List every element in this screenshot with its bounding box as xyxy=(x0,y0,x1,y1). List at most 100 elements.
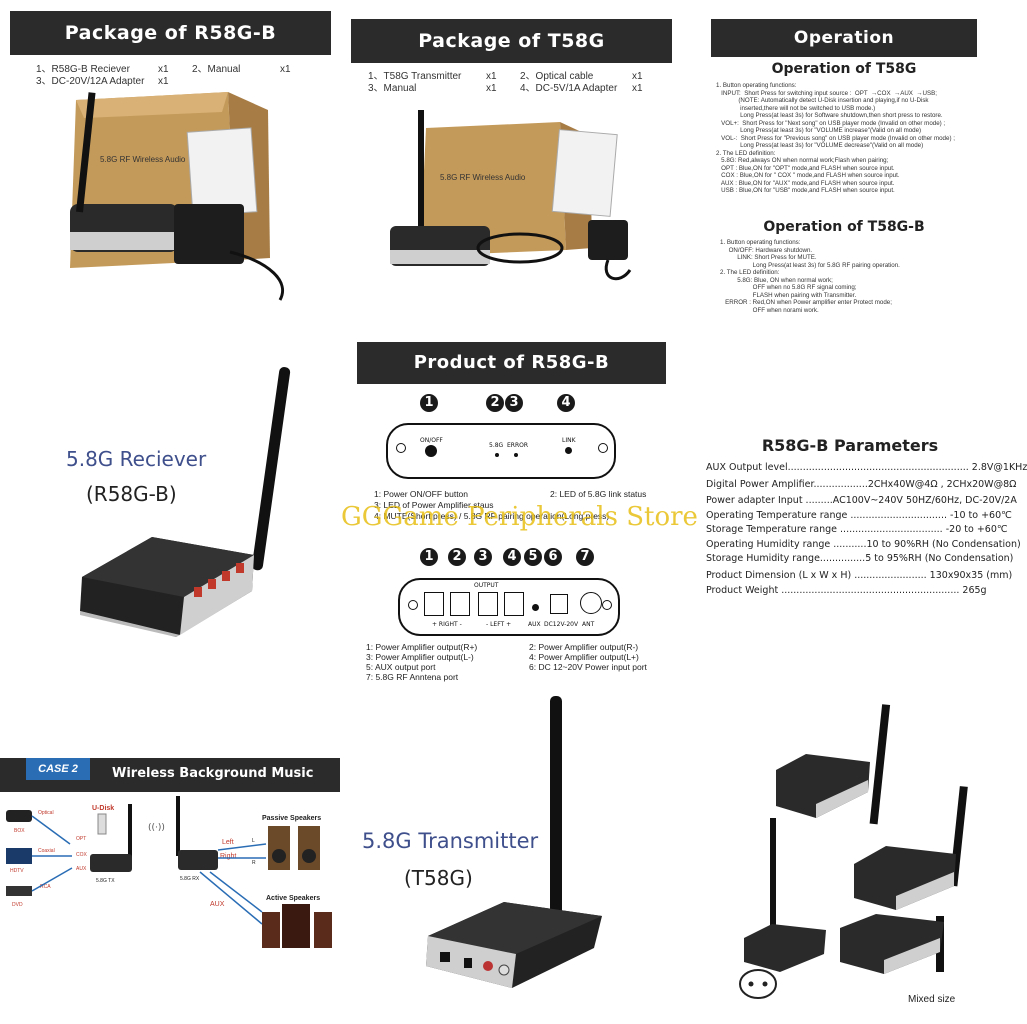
rear-desc-2: 2: Power Amplifier output(R-) xyxy=(529,642,639,652)
rear-num-6: 6 xyxy=(544,548,562,566)
param-row-2: Digital Power Amplifier.................… xyxy=(706,479,1017,490)
onoff-button xyxy=(425,445,437,457)
rear-num-4: 4 xyxy=(503,548,521,566)
label-left: Left xyxy=(222,839,234,846)
label-coaxial: Coaxial xyxy=(38,848,55,854)
operation-t58g-text: 1. Button operating functions: INPUT: Sh… xyxy=(716,82,955,194)
transmitter-caption-line1: 5.8G Transmitter xyxy=(362,829,539,853)
param-row-9: Product Weight .........................… xyxy=(706,585,987,596)
operation-banner: Operation xyxy=(711,19,977,57)
terminal-l-minus xyxy=(478,592,498,616)
label-cox: COX xyxy=(76,852,88,858)
rear-desc-3: 3: Power Amplifier output(L-) xyxy=(366,652,474,662)
param-row-3: Power adapter Input .........AC100V~240V… xyxy=(706,495,1017,506)
rear-label-left: - LEFT + xyxy=(486,621,512,628)
front-desc-4: 4: MUTE(Short press) / 5.8G RF pairing o… xyxy=(374,511,610,521)
rear-label-ant: ANT xyxy=(582,621,595,628)
pkg-r58gb-item-2: 2、Manual xyxy=(192,64,241,75)
rear-desc-6: 6: DC 12~20V Power input port xyxy=(529,662,647,672)
front-desc-1: 1: Power ON/OFF button xyxy=(374,489,469,499)
rear-label-right: + RIGHT - xyxy=(432,621,462,628)
label-tx: 5.8G TX xyxy=(96,878,115,884)
front-desc-3: 3: LED of Power Amplifier staus xyxy=(374,500,494,510)
mixed-size-photo xyxy=(739,704,968,999)
transmitter-caption-line2: (T58G) xyxy=(404,866,473,890)
label-opt: OPT xyxy=(76,836,86,842)
pkg-t58g-banner: Package of T58G xyxy=(351,19,672,63)
pkg-r58gb-box-label: 5.8G RF Wireless Audio xyxy=(100,155,186,164)
rear-desc-4: 4: Power Amplifier output(L+) xyxy=(529,652,639,662)
dc-port xyxy=(550,594,568,614)
pkg-t58g-item-1: 1、T58G Transmitter xyxy=(368,71,462,82)
case2-badge: CASE 2 xyxy=(26,758,90,780)
label-r: R xyxy=(252,860,256,866)
param-row-8: Product Dimension (L x W x H) ..........… xyxy=(706,570,1013,581)
rear-desc-5: 5: AUX output port xyxy=(366,662,436,672)
link-button xyxy=(565,447,572,454)
params-title: R58G-B Parameters xyxy=(761,436,939,455)
pkg-t58g-item-4: 4、DC-5V/1A Adapter xyxy=(520,83,618,94)
front-num-1: 1 xyxy=(420,394,438,412)
pkg-t58g-item-2: 2、Optical cable xyxy=(520,71,594,82)
label-right: Right xyxy=(220,853,236,860)
operation-t58gb-title: Operation of T58G-B xyxy=(763,219,925,235)
label-udisk: U-Disk xyxy=(92,805,114,812)
front-label-error: ERROR xyxy=(507,442,529,449)
label-dvd: DVD xyxy=(12,902,23,908)
pkg-r58gb-qty-2: x1 xyxy=(280,64,291,75)
label-hdtv: HDTV xyxy=(10,868,24,874)
rear-label-output: OUTPUT xyxy=(474,582,499,589)
label-aux-in: AUX xyxy=(76,866,87,872)
front-panel: ON/OFF 5.8G ERROR LINK xyxy=(386,423,616,479)
front-num-3: 3 xyxy=(505,394,523,412)
rear-desc-7: 7: 5.8G RF Anntena port xyxy=(366,672,459,682)
label-passive: Passive Speakers xyxy=(262,815,321,822)
pkg-t58g-photo: 5.8G RF Wireless Audio xyxy=(390,110,632,281)
label-l: L xyxy=(252,838,255,844)
pkg-t58g-qty-3: x1 xyxy=(486,83,497,94)
label-box: BOX xyxy=(14,828,25,834)
operation-t58gb-text: 1. Button operating functions: ON/OFF: H… xyxy=(720,239,900,314)
pkg-r58gb-qty-3: x1 xyxy=(158,76,169,87)
label-active: Active Speakers xyxy=(266,895,320,902)
rear-desc-1: 1: Power Amplifier output(R+) xyxy=(366,642,478,652)
pkg-r58gb-item-1: 1、R58G-B Reciever xyxy=(36,64,130,75)
terminal-r-plus xyxy=(424,592,444,616)
pkg-t58g-qty-2: x1 xyxy=(632,71,643,82)
operation-t58g-title: Operation of T58G xyxy=(771,61,917,77)
label-aux-out: AUX xyxy=(210,901,225,908)
rear-num-5: 5 xyxy=(524,548,542,566)
transmitter-photo xyxy=(426,696,602,988)
front-label-onoff: ON/OFF xyxy=(420,437,443,444)
receiver-photo xyxy=(80,367,291,637)
pkg-t58g-qty-1: x1 xyxy=(486,71,497,82)
front-num-4: 4 xyxy=(557,394,575,412)
pkg-t58g-qty-4: x1 xyxy=(632,83,643,94)
receiver-caption-line1: 5.8G Reciever xyxy=(66,447,207,471)
mixed-size-caption: Mixed size xyxy=(908,994,956,1005)
pkg-r58gb-item-3: 3、DC-20V/12A Adapter xyxy=(36,76,145,87)
front-label-5g8: 5.8G xyxy=(489,442,504,449)
rear-num-2: 2 xyxy=(448,548,466,566)
terminal-r-minus xyxy=(450,592,470,616)
svg-text:((·)): ((·)) xyxy=(148,823,165,833)
front-screw-left xyxy=(396,443,406,453)
product-banner: Product of R58G-B xyxy=(357,342,666,384)
rear-label-dc: DC12V-20V xyxy=(544,621,579,628)
rear-screw-right xyxy=(602,600,612,610)
case2-title: Wireless Background Music xyxy=(112,766,314,781)
aux-port xyxy=(532,604,539,611)
led-error xyxy=(514,453,518,457)
front-label-link: LINK xyxy=(562,437,576,444)
receiver-caption-line2: (R58G-B) xyxy=(86,482,177,506)
pkg-r58gb-banner: Package of R58G-B xyxy=(10,11,331,55)
led-5g8 xyxy=(495,453,499,457)
param-row-1: AUX Output level........................… xyxy=(706,462,1027,473)
pkg-t58g-item-3: 3、Manual xyxy=(368,83,417,94)
terminal-l-plus xyxy=(504,592,524,616)
param-row-6: Operating Humidity range ...........10 t… xyxy=(706,539,1021,550)
label-optical: Optical xyxy=(38,810,54,816)
ant-port xyxy=(580,592,602,614)
rear-num-1: 1 xyxy=(420,548,438,566)
rear-num-3: 3 xyxy=(474,548,492,566)
